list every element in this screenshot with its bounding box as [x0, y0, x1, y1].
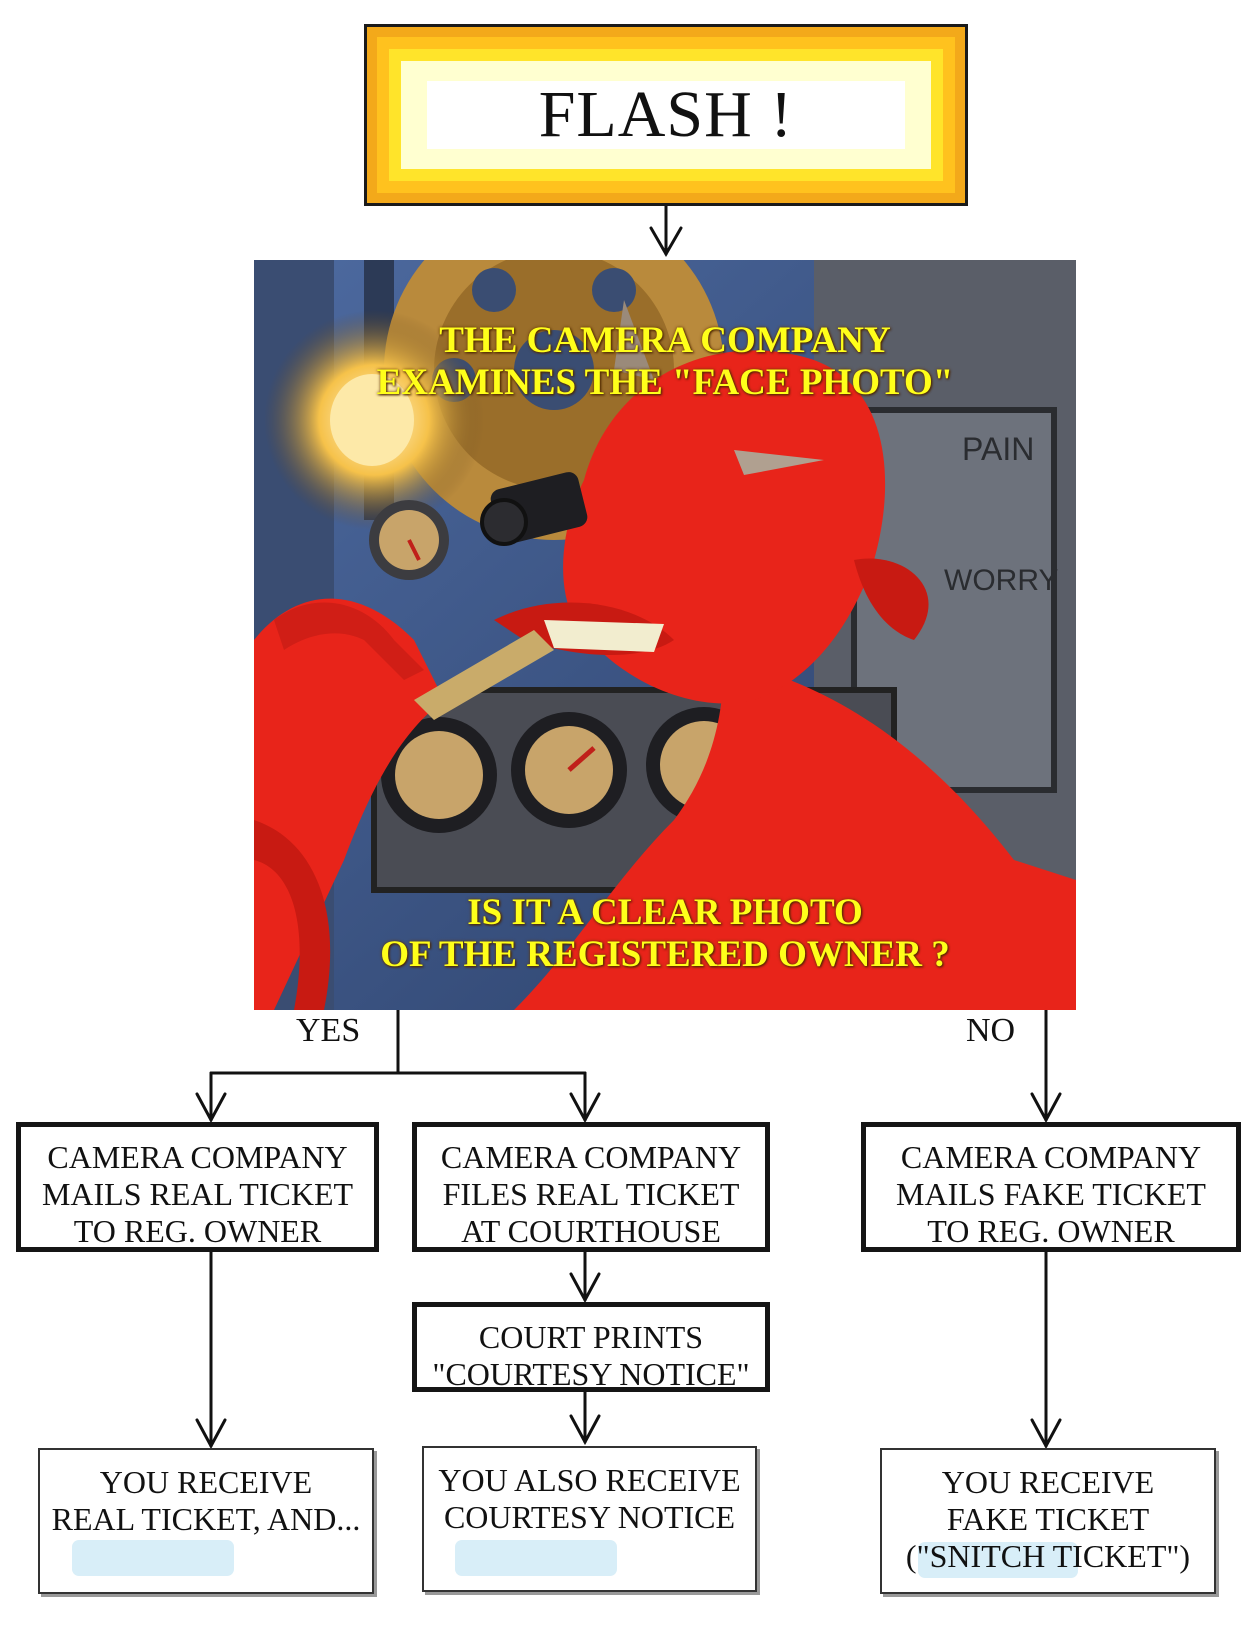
redaction-mark	[455, 1540, 617, 1576]
devil-illustration-panel: PAIN WORRY	[254, 260, 1076, 1010]
step-mail-fake-ticket: CAMERA COMPANY MAILS FAKE TICKET TO REG.…	[861, 1122, 1241, 1252]
arrowhead-flash	[649, 226, 683, 258]
worry-label: WORRY	[944, 564, 1058, 597]
redaction-mark	[918, 1542, 1078, 1578]
devil-figure	[254, 300, 1076, 1010]
step-file-real-ticket: CAMERA COMPANY FILES REAL TICKET AT COUR…	[412, 1122, 770, 1252]
pain-label: PAIN	[962, 431, 1034, 467]
yes-label: YES	[296, 1012, 361, 1049]
caption-examines: THE CAMERA COMPANY EXAMINES THE "FACE PH…	[376, 320, 954, 403]
step-court-prints-notice: COURT PRINTS "COURTESY NOTICE"	[412, 1302, 770, 1392]
no-label: NO	[966, 1012, 1016, 1049]
step-mail-real-ticket: CAMERA COMPANY MAILS REAL TICKET TO REG.…	[16, 1122, 379, 1252]
redaction-mark	[72, 1540, 234, 1576]
flash-box: FLASH !	[364, 24, 968, 206]
light-bulb	[330, 374, 414, 466]
outcome-fake-ticket: YOU RECEIVE FAKE TICKET ("SNITCH TICKET"…	[880, 1448, 1216, 1594]
devil-illustration: PAIN WORRY	[254, 260, 1076, 1010]
caption-clear-photo-question: IS IT A CLEAR PHOTO OF THE REGISTERED OW…	[380, 892, 950, 975]
flash-title: FLASH !	[538, 78, 794, 151]
